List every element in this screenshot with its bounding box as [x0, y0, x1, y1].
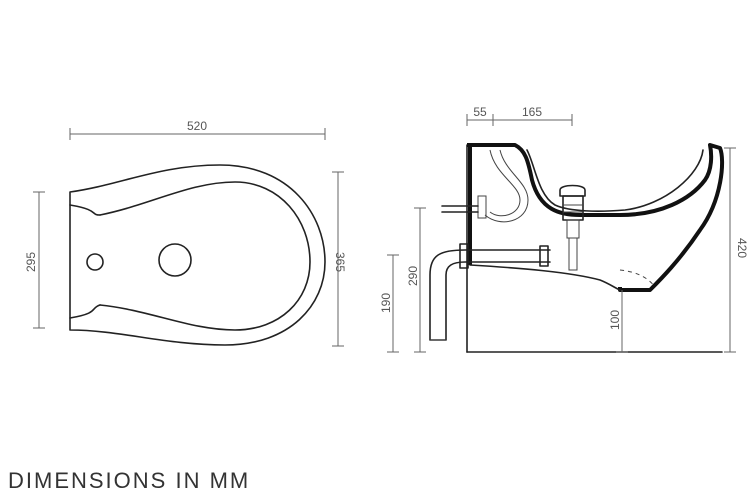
caption-dimensions: DIMENSIONS IN MM — [8, 468, 251, 493]
trap-coupling — [459, 243, 469, 269]
tap-hole — [86, 253, 104, 271]
dim-label-165: 165 — [522, 105, 542, 119]
waste-hole — [158, 243, 192, 277]
internal-hose — [489, 149, 521, 217]
top-view: 520 295 365 — [24, 119, 347, 347]
dim-label-420: 420 — [735, 238, 749, 258]
top-view-inner-rim — [99, 181, 311, 331]
dim-label-100: 100 — [608, 310, 622, 330]
dim-label-190: 190 — [379, 293, 393, 313]
hidden-line — [619, 269, 656, 288]
top-view-side-curve-lower — [69, 304, 101, 319]
waste-valve — [559, 184, 586, 271]
bidet-inner-bowl — [526, 149, 704, 212]
top-view-side-curve-upper — [69, 204, 101, 216]
waste-stem — [566, 219, 580, 239]
dim-label-55: 55 — [473, 105, 487, 119]
dim-label-365: 365 — [333, 252, 347, 272]
dim-label-290: 290 — [406, 266, 420, 286]
waste-cap — [559, 184, 586, 197]
waste-tail — [568, 237, 578, 271]
dim-label-295: 295 — [24, 252, 38, 272]
dim-label-520: 520 — [187, 119, 207, 133]
internal-hose-2 — [484, 149, 529, 223]
trap-coupling-2 — [539, 245, 549, 267]
side-view: 55 165 290 190 100 420 — [379, 105, 749, 353]
top-view-outer-outline — [69, 164, 326, 346]
bidet-skirt — [469, 264, 621, 291]
waste-trap — [429, 249, 551, 341]
supply-valve — [477, 195, 487, 219]
bidet-body-outline — [467, 143, 725, 292]
